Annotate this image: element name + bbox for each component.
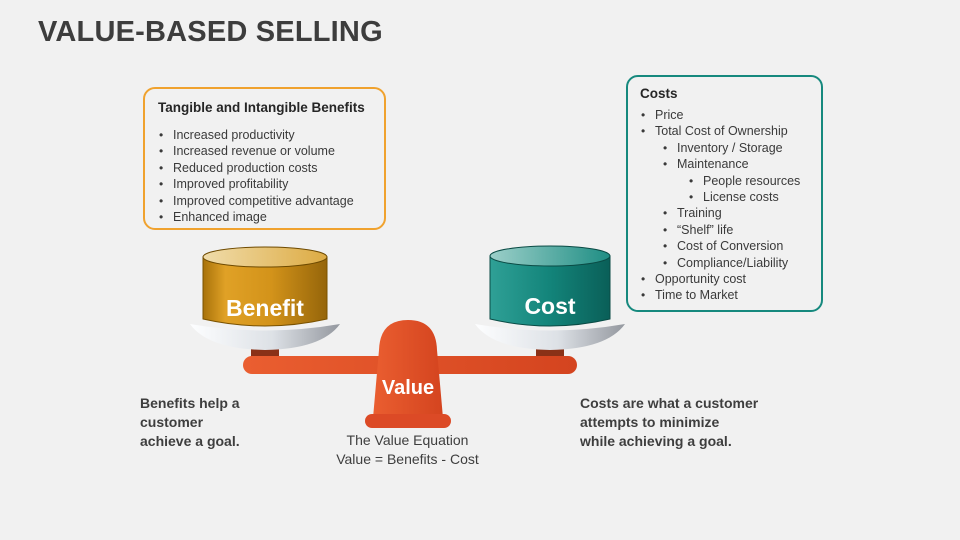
scale-fulcrum	[373, 320, 443, 418]
value-equation-formula: Value = Benefits - Cost	[336, 451, 479, 467]
costs-list-item: Price	[640, 107, 809, 124]
costs-list-item: Total Cost of Ownership	[640, 123, 809, 140]
costs-list-item: People resources	[640, 173, 809, 190]
benefit-label: Benefit	[226, 295, 304, 321]
benefits-caption-line: customer	[140, 414, 204, 430]
fulcrum-base	[365, 414, 451, 428]
benefits-list: Increased productivity Increased revenue…	[158, 127, 371, 226]
benefits-box: Tangible and Intangible Benefits Increas…	[143, 87, 386, 230]
cost-label: Cost	[524, 293, 575, 319]
benefits-caption-line: achieve a goal.	[140, 433, 240, 449]
costs-caption-line: Costs are what a customer	[580, 395, 759, 411]
value-label: Value	[382, 377, 434, 399]
costs-list: Price Total Cost of Ownership Inventory …	[640, 107, 809, 304]
costs-list-item: Cost of Conversion	[640, 238, 809, 255]
benefits-list-item: Improved profitability	[158, 176, 371, 193]
benefit-cylinder: Benefit	[202, 246, 328, 327]
costs-box: Costs Price Total Cost of Ownership Inve…	[626, 75, 823, 312]
benefit-dish	[190, 324, 340, 350]
costs-list-item: Opportunity cost	[640, 271, 809, 288]
costs-list-item: “Shelf” life	[640, 222, 809, 239]
benefits-caption: Benefits help a customer achieve a goal.	[140, 394, 240, 451]
costs-caption-line: while achieving a goal.	[580, 433, 732, 449]
benefits-box-title: Tangible and Intangible Benefits	[158, 100, 365, 115]
costs-caption: Costs are what a customer attempts to mi…	[580, 394, 758, 451]
benefits-list-item: Increased revenue or volume	[158, 143, 371, 160]
costs-list-item: Training	[640, 205, 809, 222]
costs-list-item: Time to Market	[640, 287, 809, 304]
costs-list-item: Compliance/Liability	[640, 255, 809, 272]
benefits-list-item: Increased productivity	[158, 127, 371, 144]
costs-list-item: License costs	[640, 189, 809, 206]
costs-caption-line: attempts to minimize	[580, 414, 720, 430]
slide-title: VALUE-BASED SELLING	[38, 16, 383, 48]
value-equation: The Value Equation Value = Benefits - Co…	[300, 431, 515, 469]
benefits-caption-line: Benefits help a	[140, 395, 240, 411]
costs-list-item: Inventory / Storage	[640, 140, 809, 157]
costs-list-item: Maintenance	[640, 156, 809, 173]
costs-box-title: Costs	[640, 86, 678, 101]
value-equation-title: The Value Equation	[346, 432, 469, 448]
cost-dish	[475, 324, 625, 350]
benefits-list-item: Enhanced image	[158, 209, 371, 226]
cost-cylinder: Cost	[489, 245, 611, 327]
benefits-list-item: Improved competitive advantage	[158, 193, 371, 210]
benefits-list-item: Reduced production costs	[158, 160, 371, 177]
